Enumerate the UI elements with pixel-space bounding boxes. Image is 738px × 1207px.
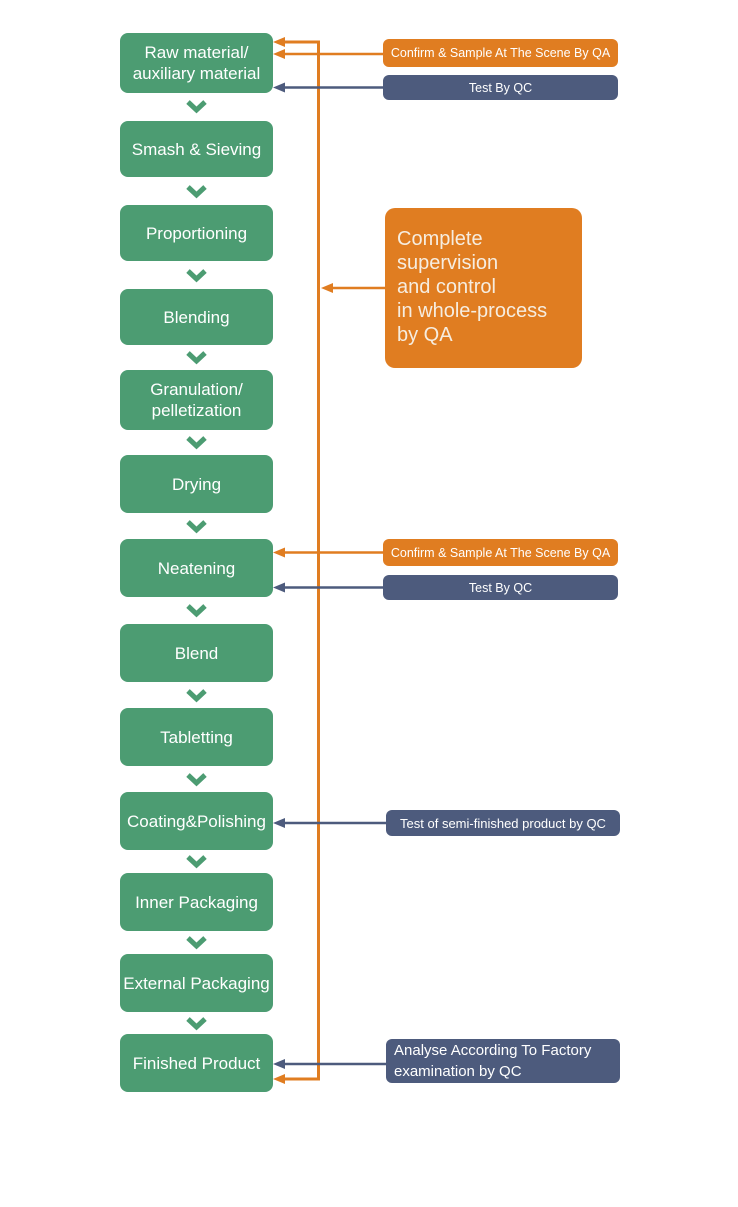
step-drying: Drying — [120, 455, 273, 513]
step-blending: Blending — [120, 289, 273, 345]
qa-whole-process-connector — [273, 37, 320, 1084]
arrowhead-left-icon — [273, 37, 285, 47]
arrowhead-left-icon — [273, 82, 285, 93]
step-raw-material: Raw material/ auxiliary material — [120, 33, 273, 93]
step-proportioning: Proportioning — [120, 205, 273, 261]
qc-factory-exam-note: Analyse According To Factory examination… — [386, 1039, 620, 1083]
arrowhead-left-icon — [321, 283, 333, 293]
qa-sample-note-top: Confirm & Sample At The Scene By QA — [383, 39, 618, 67]
step-neatening: Neatening — [120, 539, 273, 597]
step-coating-polishing: Coating&Polishing — [120, 792, 273, 850]
chevron-down-icon — [186, 1017, 207, 1031]
step-granulation: Granulation/ pelletization — [120, 370, 273, 430]
chevron-down-icon — [186, 185, 207, 199]
step-blend: Blend — [120, 624, 273, 682]
step-smash-sieving: Smash & Sieving — [120, 121, 273, 177]
qc-test-note-top: Test By QC — [383, 75, 618, 100]
arrowhead-left-icon — [273, 1074, 285, 1084]
chevron-down-icon — [186, 520, 207, 534]
chevron-down-icon — [186, 436, 207, 450]
chevron-down-icon — [186, 773, 207, 787]
arrowhead-left-icon — [273, 1059, 285, 1069]
arrowhead-left-icon — [273, 582, 285, 593]
qa-sample-top-arrow — [273, 49, 383, 59]
step-tabletting: Tabletting — [120, 708, 273, 766]
qc-test-note-neatening: Test By QC — [383, 575, 618, 600]
chevron-down-icon — [186, 269, 207, 283]
chevron-down-icon — [186, 100, 207, 114]
qc-factory-exam-arrow — [273, 1059, 386, 1069]
qa-sample-note-neatening: Confirm & Sample At The Scene By QA — [383, 539, 618, 566]
chevron-down-icon — [186, 604, 207, 618]
qc-semi-finished-arrow — [273, 818, 386, 828]
chevron-down-icon — [186, 351, 207, 365]
qc-test-top-arrow — [273, 82, 383, 93]
step-external-packaging: External Packaging — [120, 954, 273, 1012]
chevron-down-icon — [186, 936, 207, 950]
qa-sample-neatening-arrow — [273, 547, 383, 558]
step-inner-packaging: Inner Packaging — [120, 873, 273, 931]
step-finished-product: Finished Product — [120, 1034, 273, 1092]
arrowhead-left-icon — [273, 547, 285, 558]
qc-test-neatening-arrow — [273, 582, 383, 593]
arrowhead-left-icon — [273, 818, 285, 828]
qc-semi-finished-note: Test of semi-finished product by QC — [386, 810, 620, 836]
arrowhead-left-icon — [273, 49, 285, 59]
chevron-down-icon — [186, 689, 207, 703]
qa-supervision-note: Complete supervision and control in whol… — [385, 208, 582, 368]
qa-supervision-arrow — [321, 283, 385, 293]
chevron-down-icon — [186, 855, 207, 869]
